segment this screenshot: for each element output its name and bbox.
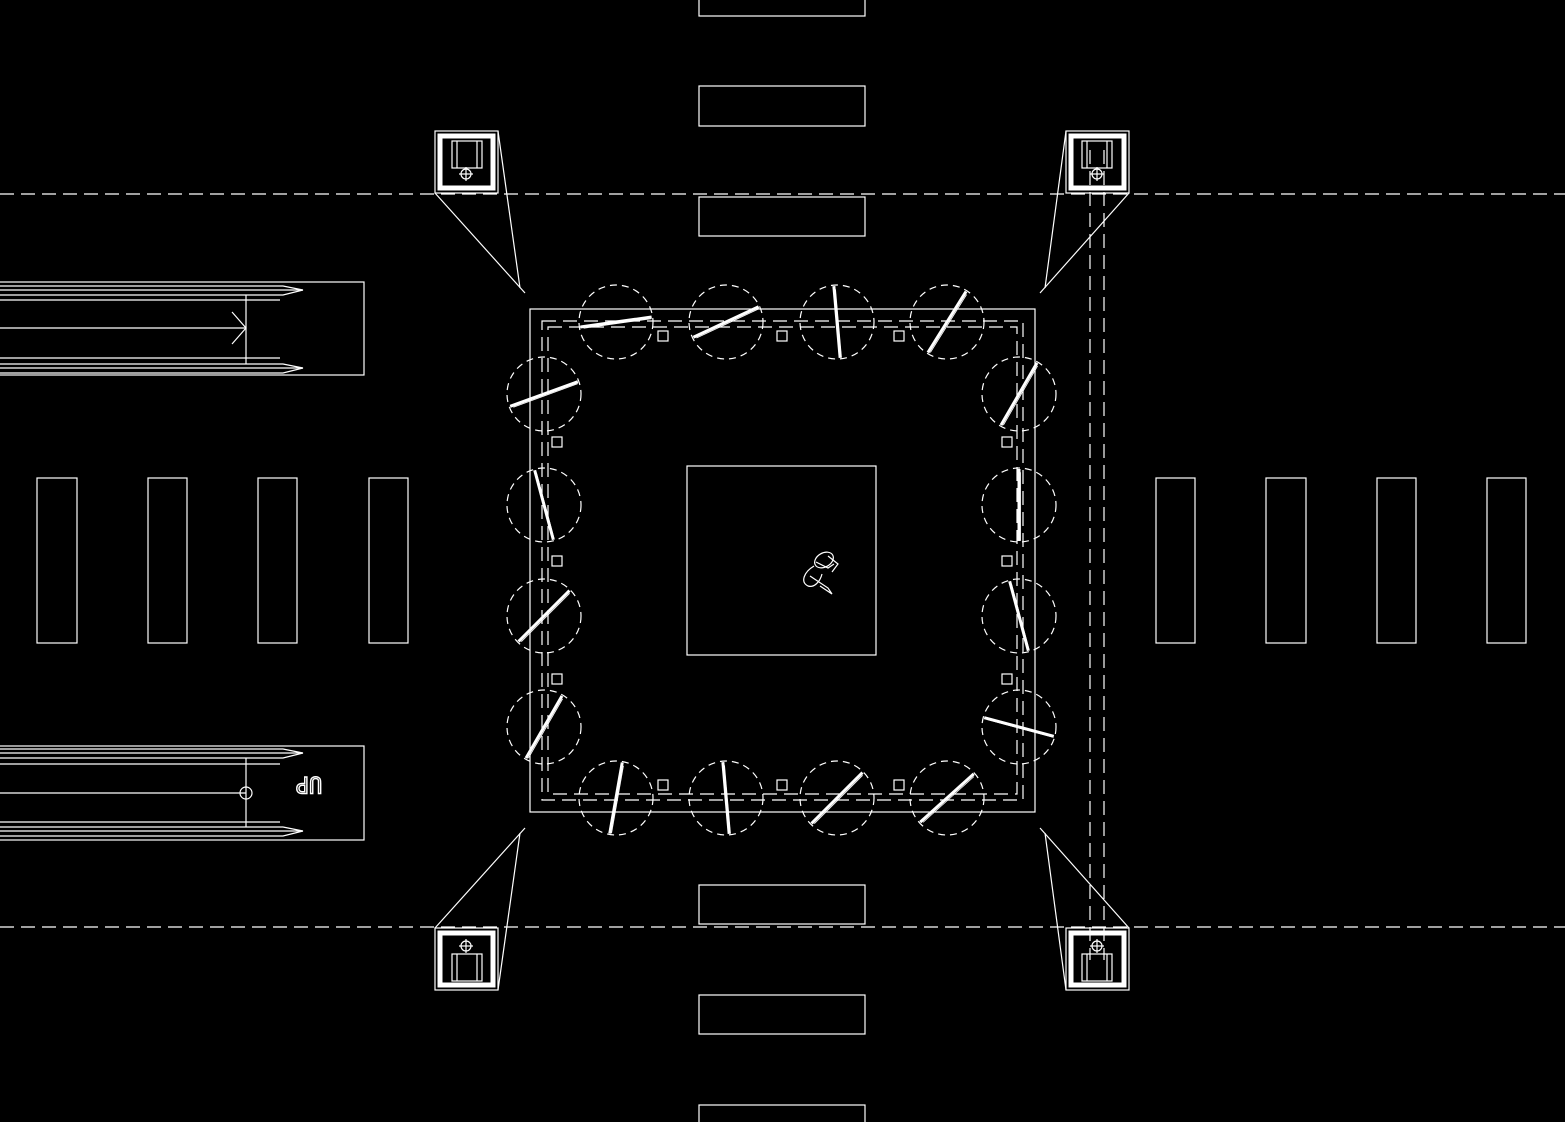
door-circle: [981, 689, 1057, 765]
frame-marker-square: [776, 779, 788, 791]
door-circle: [506, 467, 582, 543]
door-circle: [688, 284, 764, 360]
door-circle: [981, 467, 1057, 543]
central-dashed-frame-inner: [547, 326, 1018, 795]
door-circle: [506, 356, 582, 432]
door-circle: [506, 578, 582, 654]
frame-marker-square: [551, 673, 563, 685]
frame-marker-square: [657, 330, 669, 342]
frame-marker-square: [657, 779, 669, 791]
bar-group-right: [1155, 477, 1527, 644]
door-circle: [981, 578, 1057, 654]
central-dashed-frame-outer: [541, 320, 1024, 801]
central-outer-frame: [529, 308, 1036, 813]
revolving-door-circles: [506, 284, 1057, 836]
column-bottom-left: [434, 827, 526, 991]
door-circle: [578, 284, 654, 360]
frame-marker-square: [893, 330, 905, 342]
door-circle: [688, 760, 764, 836]
frame-small-squares: [551, 330, 1013, 791]
central-inner-box: [686, 465, 877, 656]
door-circle: [799, 760, 875, 836]
frame-marker-square: [551, 436, 563, 448]
escalator-upper: [0, 281, 365, 376]
escalator-marker-icon: [239, 786, 253, 800]
column-top-right: [1039, 130, 1130, 294]
bar-group-bottom: [698, 884, 866, 1122]
column-top-left: [434, 130, 526, 294]
frame-marker-square: [776, 330, 788, 342]
frame-marker-square: [1001, 436, 1013, 448]
door-circle: [799, 284, 875, 360]
escalator-up-label: UP: [296, 771, 323, 796]
frame-marker-square: [551, 555, 563, 567]
door-circle: [981, 356, 1057, 432]
escalator-lower: [0, 745, 365, 841]
frame-marker-square: [893, 779, 905, 791]
door-circle: [909, 284, 985, 360]
bar-group-left: [36, 477, 409, 644]
frame-marker-square: [1001, 555, 1013, 567]
person-figure-icon: [803, 551, 839, 595]
door-circle: [506, 689, 582, 765]
corner-columns: [434, 130, 1130, 991]
bar-group-top: [698, 0, 866, 237]
door-circle: [578, 760, 654, 836]
frame-marker-square: [1001, 673, 1013, 685]
column-bottom-right: [1039, 827, 1130, 991]
door-circle: [909, 760, 985, 836]
